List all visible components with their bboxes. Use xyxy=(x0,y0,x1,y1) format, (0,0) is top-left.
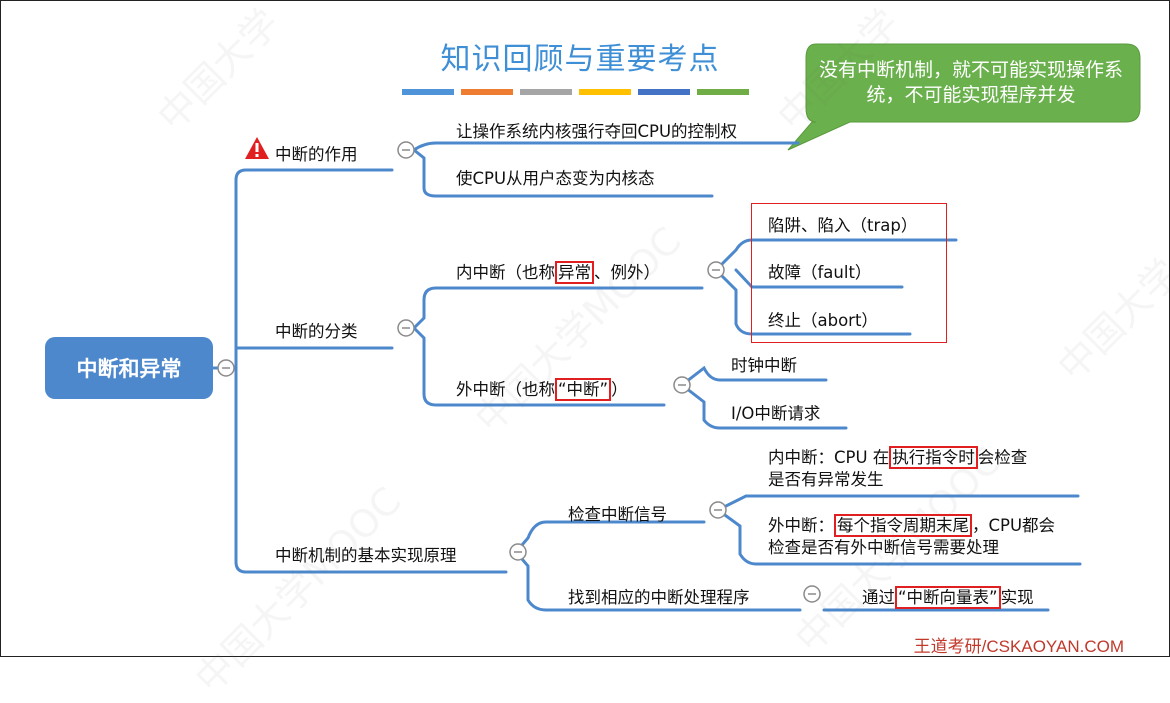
internal-interrupt-highlight: 异常 xyxy=(555,261,594,284)
external-interrupt-post: ） xyxy=(611,380,628,399)
check-internal-line2: 是否有异常发生 xyxy=(768,470,884,489)
check-internal-pre: 内中断：CPU 在 xyxy=(768,448,890,467)
check-internal-line1: 内中断：CPU 在执行指令时会检查 xyxy=(768,446,1028,469)
check-internal-detail[interactable]: 内中断：CPU 在执行指令时会检查 是否有异常发生 xyxy=(768,446,1028,491)
find-detail-highlight: “中断向量表” xyxy=(895,586,1001,609)
external-type-io[interactable]: I/O中断请求 xyxy=(731,404,821,423)
branch-interrupt-classification[interactable]: 中断的分类 xyxy=(275,322,358,341)
external-interrupt-node[interactable]: 外中断（也称“中断”） xyxy=(456,376,628,401)
check-external-highlight: 每个指令周期末尾 xyxy=(834,514,972,537)
internal-type-abort[interactable]: 终止（abort） xyxy=(768,311,878,330)
purpose-item-2[interactable]: 使CPU从用户态变为内核态 xyxy=(456,169,655,188)
mindmap-connectors xyxy=(0,0,1170,657)
root-node[interactable]: 中断和异常 xyxy=(45,337,213,399)
check-external-pre: 外中断： xyxy=(768,516,834,535)
internal-type-trap[interactable]: 陷阱、陷入（trap） xyxy=(768,216,918,235)
page-title: 知识回顾与重要考点 xyxy=(440,42,720,77)
callout-bubble-shape xyxy=(787,43,1141,151)
internal-type-fault[interactable]: 故障（fault） xyxy=(768,263,872,282)
find-detail-post: 实现 xyxy=(1000,588,1034,607)
title-color-bar xyxy=(638,89,690,95)
title-color-bar xyxy=(579,89,631,95)
check-external-post: ，CPU都会 xyxy=(972,516,1056,535)
check-internal-highlight: 执行指令时 xyxy=(889,446,978,469)
internal-types-highlight-box xyxy=(751,203,947,343)
find-handler-detail[interactable]: 通过“中断向量表”实现 xyxy=(862,584,1034,609)
title-color-bar xyxy=(402,89,454,95)
internal-interrupt-pre: 内中断（也称 xyxy=(456,263,555,282)
find-detail-pre: 通过 xyxy=(862,588,895,607)
warning-icon xyxy=(245,137,269,159)
branch-interrupt-purpose[interactable]: 中断的作用 xyxy=(275,145,358,164)
check-external-detail[interactable]: 外中断：每个指令周期末尾，CPU都会 检查是否有外中断信号需要处理 xyxy=(768,514,1056,559)
check-internal-post: 会检查 xyxy=(977,448,1028,467)
footer-brand: 王道考研/CSKAOYAN.COM xyxy=(913,637,1124,656)
branch-implementation-principle[interactable]: 中断机制的基本实现原理 xyxy=(275,546,457,565)
title-color-bar xyxy=(461,89,513,95)
internal-interrupt-node[interactable]: 内中断（也称异常、例外） xyxy=(456,259,660,284)
slide: 中国大学 中国大学MOOC 中国大学 中国大学MOOC 中国大学MOOC 中国大… xyxy=(0,0,1170,657)
find-handler-node[interactable]: 找到相应的中断处理程序 xyxy=(568,588,750,607)
callout-text: 没有中断机制，就不可能实现操作系统，不可能实现程序并发 xyxy=(818,59,1123,106)
external-interrupt-highlight: “中断” xyxy=(555,378,612,401)
external-type-clock[interactable]: 时钟中断 xyxy=(731,356,797,375)
title-color-bar xyxy=(697,89,749,95)
title-color-bar xyxy=(520,89,572,95)
internal-interrupt-post: 、例外） xyxy=(594,263,660,282)
collapse-markers xyxy=(217,141,821,603)
check-external-line1: 外中断：每个指令周期末尾，CPU都会 xyxy=(768,514,1056,537)
check-external-line2: 检查是否有外中断信号需要处理 xyxy=(768,538,999,557)
external-interrupt-pre: 外中断（也称 xyxy=(456,380,555,399)
purpose-item-1[interactable]: 让操作系统内核强行夺回CPU的控制权 xyxy=(456,122,738,141)
check-interrupt-signal-node[interactable]: 检查中断信号 xyxy=(568,505,667,524)
